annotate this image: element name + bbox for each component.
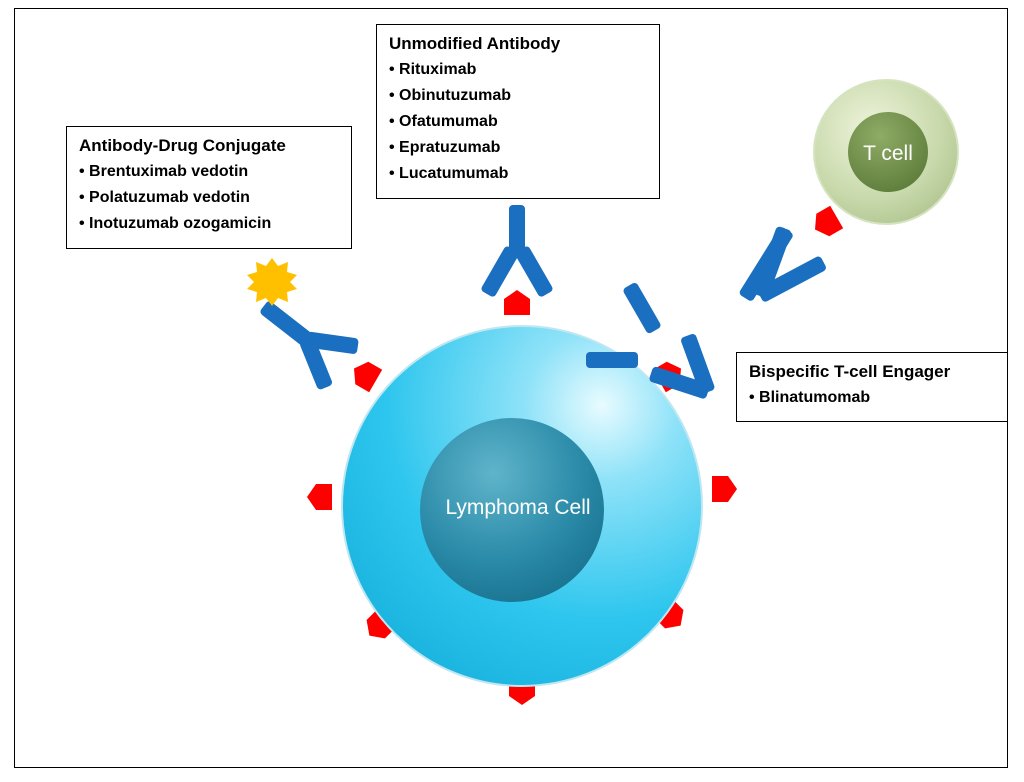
unmodified-antibody-list: Rituximab Obinutuzumab Ofatumumab Epratu… xyxy=(389,57,647,187)
t-cell: T cell xyxy=(813,79,959,225)
bispecific-t-cell-engager xyxy=(586,226,826,399)
lymphoma-cell: Lymphoma Cell xyxy=(341,325,703,687)
list-item: Polatuzumab vedotin xyxy=(79,185,339,211)
receptor-right xyxy=(712,476,737,502)
unmodified-antibody-title: Unmodified Antibody xyxy=(389,34,561,53)
lymphoma-cell-label: Lymphoma Cell xyxy=(445,496,590,519)
list-item: Blinatumomab xyxy=(749,385,995,411)
list-item: Epratuzumab xyxy=(389,135,647,161)
list-item: Inotuzumab ozogamicin xyxy=(79,211,339,237)
list-item: Ofatumumab xyxy=(389,109,647,135)
bispecific-list: Blinatumomab xyxy=(749,385,995,411)
list-item: Obinutuzumab xyxy=(389,83,647,109)
list-item: Lucatumumab xyxy=(389,161,647,187)
adc-label-box: Antibody-Drug Conjugate Brentuximab vedo… xyxy=(66,126,352,249)
adc-drug-list: Brentuximab vedotin Polatuzumab vedotin … xyxy=(79,159,339,237)
unmodified-antibody xyxy=(481,205,553,297)
t-cell-label: T cell xyxy=(863,142,913,165)
bispecific-label-box: Bispecific T-cell Engager Blinatumomab xyxy=(736,352,1008,422)
receptor-top xyxy=(504,290,530,315)
antibody-drug-conjugate xyxy=(260,301,359,390)
receptor-left xyxy=(307,484,332,510)
list-item: Rituximab xyxy=(389,57,647,83)
unmodified-antibody-label-box: Unmodified Antibody Rituximab Obinutuzum… xyxy=(376,24,660,199)
adc-title: Antibody-Drug Conjugate xyxy=(79,136,286,155)
list-item: Brentuximab vedotin xyxy=(79,159,339,185)
receptor-tcell xyxy=(808,205,844,241)
receptor-upper-left xyxy=(347,357,383,393)
bispecific-title: Bispecific T-cell Engager xyxy=(749,362,951,381)
drug-payload-icon xyxy=(247,258,297,306)
